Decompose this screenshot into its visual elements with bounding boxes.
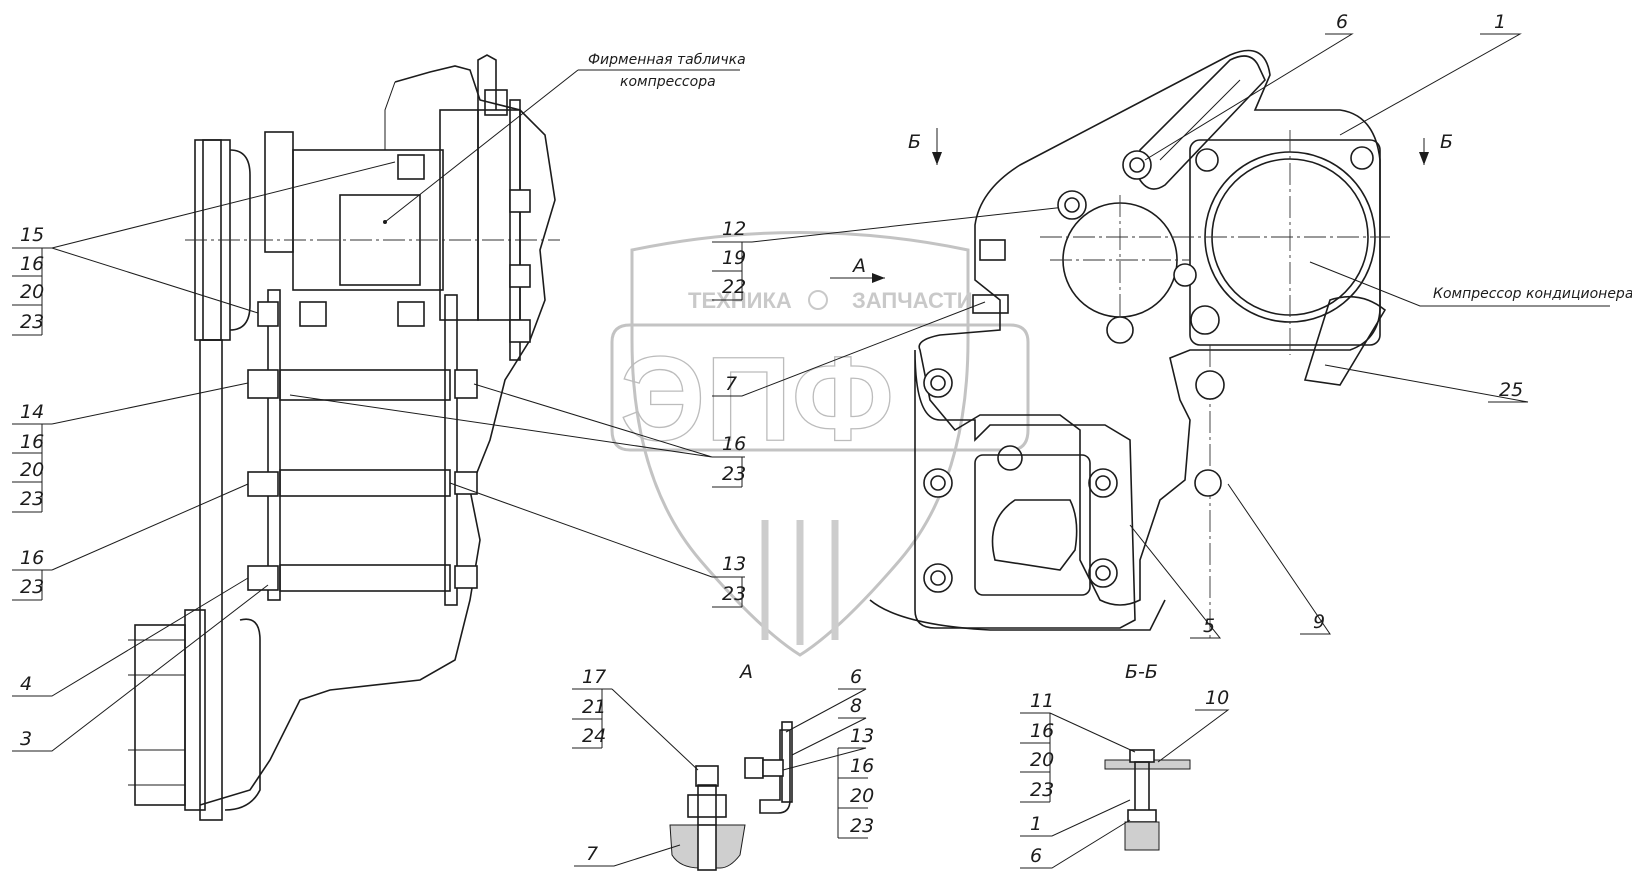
view-a-arrow: А <box>830 255 885 283</box>
callout-label: 17 <box>582 666 606 688</box>
callout-label: 9 <box>1313 611 1325 633</box>
callout-16-left: 16 23 <box>12 483 249 601</box>
callout-label: 23 <box>722 463 746 485</box>
callout-label: 23 <box>850 815 874 837</box>
callout-13: 13 23 <box>449 482 746 608</box>
compressor-bracket <box>918 49 1381 606</box>
callout-4: 4 <box>12 577 249 697</box>
compressor-note-text: Компрессор кондиционера <box>1433 286 1632 302</box>
callout-label: 20 <box>20 459 44 481</box>
callout-b1: 1 <box>1020 799 1131 837</box>
callout-label: 16 <box>20 547 44 569</box>
callout-label: 7 <box>586 843 598 865</box>
callout-label: 19 <box>722 247 746 269</box>
callout-a7: 7 <box>574 843 681 867</box>
bracket-tab <box>972 294 1009 314</box>
callout-label: 16 <box>850 755 874 777</box>
callout-1: 1 <box>1339 11 1522 136</box>
callout-a17: 17 21 24 <box>572 666 699 771</box>
callout-label: 24 <box>582 725 606 747</box>
callout-label: 15 <box>20 224 44 246</box>
callout-label: 14 <box>20 401 44 423</box>
view-a: А <box>669 661 793 871</box>
callout-label: 23 <box>20 311 44 333</box>
flange <box>134 624 186 806</box>
watermark-right-word: ЗАПЧАСТИ <box>852 288 973 313</box>
callout-label: 4 <box>20 673 32 695</box>
callout-label: 23 <box>20 488 44 510</box>
callout-3: 3 <box>12 584 269 752</box>
callout-b10: 10 <box>1157 687 1230 763</box>
callout-7: 7 <box>712 301 986 397</box>
callout-label: 20 <box>850 785 874 807</box>
callout-label: 20 <box>20 281 44 303</box>
compressor-front <box>1189 139 1381 346</box>
callout-a-right: 6 8 13 16 20 23 <box>782 666 874 839</box>
spacer-tube-3 <box>279 564 451 592</box>
callout-label: Б-Б <box>1125 661 1158 683</box>
nameplate-note: Фирменная табличка компрессора <box>383 52 746 224</box>
callout-label: 8 <box>850 695 862 717</box>
callout-label: 16 <box>722 433 746 455</box>
callout-12: 12 19 22 <box>712 206 1066 301</box>
callout-label: 11 <box>1030 690 1054 712</box>
nameplate-note-line1: Фирменная табличка <box>588 52 746 68</box>
nameplate-note-line2: компрессора <box>620 74 716 90</box>
callout-label: 6 <box>1030 845 1042 867</box>
section-marks: Б Б <box>908 128 1453 165</box>
section-bb: Б-Б <box>1104 661 1191 851</box>
compressor-note: Компрессор кондиционера <box>1309 261 1632 307</box>
callout-label: 23 <box>722 583 746 605</box>
callout-label: 13 <box>850 725 874 747</box>
callout-label: 7 <box>725 373 737 395</box>
side-view <box>128 54 560 821</box>
strap <box>1303 295 1387 386</box>
callout-9: 9 <box>1227 483 1331 635</box>
callout-label: 1 <box>1030 813 1042 835</box>
callout-b6: 6 <box>1020 819 1131 869</box>
callout-label: А <box>738 661 753 683</box>
callout-label: 16 <box>20 253 44 275</box>
callout-label: 3 <box>20 728 32 750</box>
callout-16-center: 16 23 <box>289 383 746 488</box>
callout-6: 6 <box>1144 11 1354 161</box>
callout-label: Б <box>908 131 921 153</box>
spacer-tube-2 <box>279 469 451 497</box>
callout-label: 25 <box>1499 379 1523 401</box>
callout-25: 25 <box>1324 364 1529 403</box>
callout-label: 10 <box>1205 687 1229 709</box>
callout-5: 5 <box>1129 524 1222 639</box>
callout-14: 14 16 20 23 <box>12 382 249 513</box>
wheat-icon <box>761 520 839 645</box>
engine-boss <box>974 454 1091 596</box>
bracket-plate-left <box>267 289 281 601</box>
callout-label: А <box>851 255 866 277</box>
watermark: ЭПФ ТЕХНИКА ЗАПЧАСТИ <box>610 231 1030 657</box>
callout-b11: 11 16 20 23 <box>1020 690 1136 803</box>
callout-label: 13 <box>722 553 746 575</box>
watermark-brand: ЭПФ <box>620 332 894 466</box>
belt <box>199 339 223 821</box>
callout-label: 6 <box>850 666 862 688</box>
front-view <box>869 49 1390 640</box>
callout-label: 16 <box>1030 720 1054 742</box>
callout-label: 1 <box>1494 11 1506 33</box>
callout-15: 15 16 20 23 <box>12 161 396 336</box>
bracket-plate-right <box>444 294 458 606</box>
callout-label: 22 <box>722 276 746 298</box>
engine-outline <box>199 65 556 806</box>
callout-label: 23 <box>20 576 44 598</box>
tension-arm <box>1139 55 1266 190</box>
callout-label: 16 <box>20 431 44 453</box>
callout-label: 12 <box>722 218 746 240</box>
callout-label: 21 <box>582 696 606 718</box>
spacer-tube-1 <box>279 369 451 401</box>
gear-icon <box>808 290 828 310</box>
callout-label: Б <box>1440 131 1453 153</box>
compressor-body <box>292 149 444 291</box>
callout-label: 6 <box>1336 11 1348 33</box>
callout-label: 20 <box>1030 749 1054 771</box>
callout-label: 23 <box>1030 779 1054 801</box>
